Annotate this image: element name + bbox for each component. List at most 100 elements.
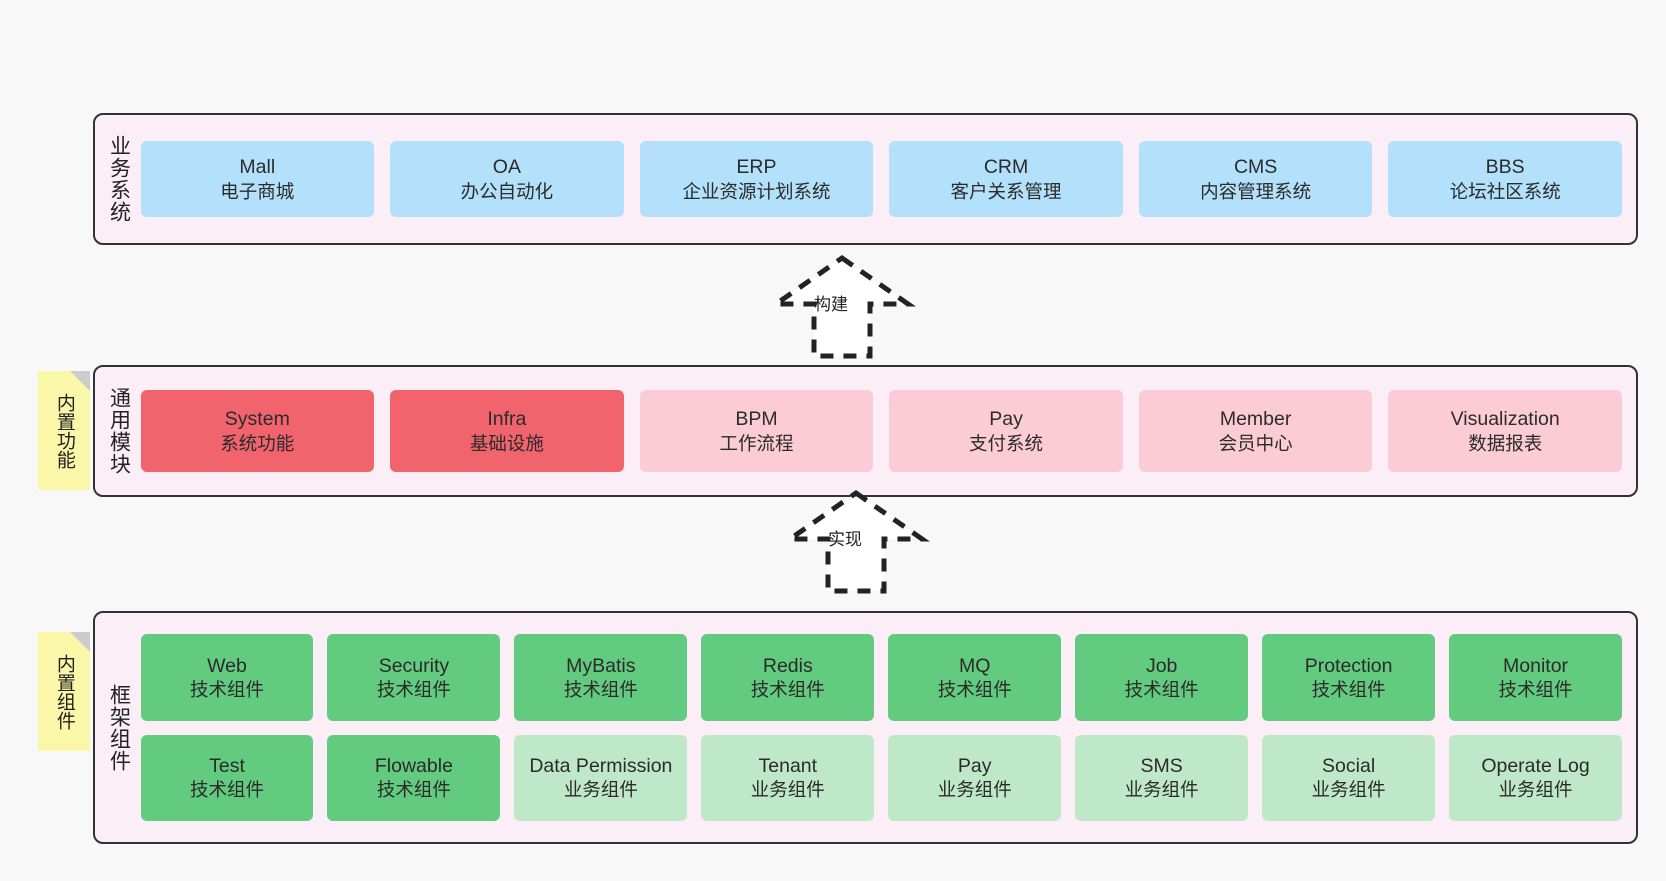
card-protection-cn: 技术组件 bbox=[1311, 678, 1386, 700]
card-monitor-cn: 技术组件 bbox=[1498, 678, 1573, 700]
card-web[interactable]: Web 技术组件 bbox=[140, 634, 314, 721]
card-bbs-en: BBS bbox=[1485, 156, 1525, 179]
module-card-list: System 系统功能 Infra 基础设施 BPM 工作流程 Pay 支付系统… bbox=[135, 390, 1636, 472]
card-bpm[interactable]: BPM 工作流程 bbox=[639, 390, 874, 472]
card-redis-en: Redis bbox=[762, 654, 813, 677]
framework-row-tech: Web 技术组件 Security 技术组件 MyBatis 技术组件 Redi… bbox=[140, 634, 1623, 721]
card-tenant-en: Tenant bbox=[758, 755, 818, 777]
layer-business-systems[interactable]: 业务系统 Mall 电子商城 OA 办公自动化 ERP 企业资源计划系统 CRM… bbox=[93, 113, 1638, 245]
card-infra-en: Infra bbox=[487, 408, 527, 431]
card-web-cn: 技术组件 bbox=[189, 678, 264, 700]
card-mybatis[interactable]: MyBatis 技术组件 bbox=[514, 634, 688, 721]
connector-build-arrow-icon bbox=[768, 254, 916, 359]
card-social[interactable]: Social 业务组件 bbox=[1262, 734, 1436, 821]
card-monitor[interactable]: Monitor 技术组件 bbox=[1449, 634, 1623, 721]
card-social-en: Social bbox=[1322, 755, 1376, 777]
card-social-cn: 业务组件 bbox=[1311, 779, 1386, 801]
card-cms-en: CMS bbox=[1233, 156, 1278, 179]
card-cms[interactable]: CMS 内容管理系统 bbox=[1138, 141, 1373, 217]
card-erp-cn: 企业资源计划系统 bbox=[682, 180, 831, 202]
card-mybatis-en: MyBatis bbox=[566, 654, 636, 677]
card-monitor-en: Monitor bbox=[1503, 654, 1569, 677]
framework-row-business: Test 技术组件 Flowable 技术组件 Data Permission … bbox=[140, 734, 1623, 821]
card-security-en: Security bbox=[378, 654, 450, 677]
card-infra[interactable]: Infra 基础设施 bbox=[390, 390, 624, 472]
card-redis[interactable]: Redis 技术组件 bbox=[701, 634, 875, 721]
note-builtin-components-label: 内置组件 bbox=[53, 653, 75, 730]
card-system-cn: 系统功能 bbox=[220, 432, 295, 454]
card-member[interactable]: Member 会员中心 bbox=[1138, 390, 1373, 472]
card-pay-component-en: Pay bbox=[957, 755, 992, 777]
card-bbs[interactable]: BBS 论坛社区系统 bbox=[1388, 141, 1622, 217]
card-mq[interactable]: MQ 技术组件 bbox=[888, 634, 1062, 721]
card-visualization[interactable]: Visualization 数据报表 bbox=[1388, 390, 1622, 472]
card-flowable[interactable]: Flowable 技术组件 bbox=[327, 734, 501, 821]
connector-build: 构建 bbox=[762, 252, 922, 362]
card-flowable-cn: 技术组件 bbox=[376, 779, 451, 801]
card-infra-cn: 基础设施 bbox=[469, 432, 544, 454]
card-cms-cn: 内容管理系统 bbox=[1200, 180, 1312, 202]
note-builtin-components[interactable]: 内置组件 bbox=[38, 632, 90, 751]
card-security-cn: 技术组件 bbox=[376, 678, 451, 700]
card-bbs-cn: 论坛社区系统 bbox=[1449, 180, 1561, 202]
card-mq-cn: 技术组件 bbox=[937, 678, 1012, 700]
connector-build-label: 构建 bbox=[814, 295, 848, 314]
card-web-en: Web bbox=[207, 654, 247, 677]
business-card-list: Mall 电子商城 OA 办公自动化 ERP 企业资源计划系统 CRM 客户关系… bbox=[135, 141, 1636, 217]
layer-title-modules: 通用模块 bbox=[107, 387, 131, 475]
card-mall[interactable]: Mall 电子商城 bbox=[140, 141, 375, 217]
card-operate-log-en: Operate Log bbox=[1481, 755, 1590, 777]
card-bpm-en: BPM bbox=[735, 408, 778, 431]
card-pay-module[interactable]: Pay 支付系统 bbox=[889, 390, 1123, 472]
card-crm[interactable]: CRM 客户关系管理 bbox=[889, 141, 1123, 217]
card-sms-cn: 业务组件 bbox=[1124, 779, 1199, 801]
card-crm-cn: 客户关系管理 bbox=[950, 180, 1062, 202]
card-tenant[interactable]: Tenant 业务组件 bbox=[701, 734, 875, 821]
card-visualization-cn: 数据报表 bbox=[1468, 432, 1543, 454]
note-builtin-features[interactable]: 内置功能 bbox=[38, 371, 90, 490]
card-job-en: Job bbox=[1145, 654, 1178, 677]
card-system[interactable]: System 系统功能 bbox=[140, 390, 375, 472]
card-job[interactable]: Job 技术组件 bbox=[1075, 634, 1249, 721]
card-pay-module-en: Pay bbox=[989, 408, 1023, 431]
card-data-permission[interactable]: Data Permission 业务组件 bbox=[514, 734, 688, 821]
card-pay-component-cn: 业务组件 bbox=[937, 779, 1012, 801]
card-crm-en: CRM bbox=[983, 156, 1029, 179]
card-pay-module-cn: 支付系统 bbox=[969, 432, 1044, 454]
card-mall-en: Mall bbox=[239, 156, 276, 179]
card-operate-log[interactable]: Operate Log 业务组件 bbox=[1449, 734, 1623, 821]
card-mybatis-cn: 技术组件 bbox=[563, 678, 638, 700]
note-fold-corner-icon bbox=[70, 632, 90, 652]
card-operate-log-cn: 业务组件 bbox=[1498, 779, 1573, 801]
connector-implement: 实现 bbox=[776, 487, 936, 597]
card-protection[interactable]: Protection 技术组件 bbox=[1262, 634, 1436, 721]
card-visualization-en: Visualization bbox=[1450, 408, 1560, 431]
card-bpm-cn: 工作流程 bbox=[719, 432, 794, 454]
card-oa-en: OA bbox=[492, 156, 521, 179]
card-test-en: Test bbox=[209, 755, 245, 777]
layer-common-modules[interactable]: 通用模块 System 系统功能 Infra 基础设施 BPM 工作流程 Pay… bbox=[93, 365, 1638, 497]
card-job-cn: 技术组件 bbox=[1124, 678, 1199, 700]
note-builtin-features-label: 内置功能 bbox=[53, 392, 75, 469]
card-erp[interactable]: ERP 企业资源计划系统 bbox=[639, 141, 874, 217]
card-pay-component[interactable]: Pay 业务组件 bbox=[888, 734, 1062, 821]
note-fold-corner-icon bbox=[70, 371, 90, 391]
card-test-cn: 技术组件 bbox=[189, 779, 264, 801]
card-system-en: System bbox=[224, 408, 290, 431]
connector-implement-arrow-icon bbox=[782, 489, 930, 594]
card-data-permission-en: Data Permission bbox=[529, 755, 673, 777]
card-security[interactable]: Security 技术组件 bbox=[327, 634, 501, 721]
card-oa[interactable]: OA 办公自动化 bbox=[390, 141, 624, 217]
layer-framework-components[interactable]: 框架组件 Web 技术组件 Security 技术组件 MyBatis 技术组件… bbox=[93, 611, 1638, 844]
card-mall-cn: 电子商城 bbox=[220, 180, 295, 202]
layer-title-framework: 框架组件 bbox=[107, 683, 131, 772]
card-sms[interactable]: SMS 业务组件 bbox=[1075, 734, 1249, 821]
connector-implement-label: 实现 bbox=[828, 530, 862, 549]
card-member-cn: 会员中心 bbox=[1218, 432, 1293, 454]
framework-card-list: Web 技术组件 Security 技术组件 MyBatis 技术组件 Redi… bbox=[135, 634, 1636, 821]
card-data-permission-cn: 业务组件 bbox=[563, 779, 638, 801]
card-test[interactable]: Test 技术组件 bbox=[140, 734, 314, 821]
card-flowable-en: Flowable bbox=[374, 755, 453, 777]
card-tenant-cn: 业务组件 bbox=[750, 779, 825, 801]
